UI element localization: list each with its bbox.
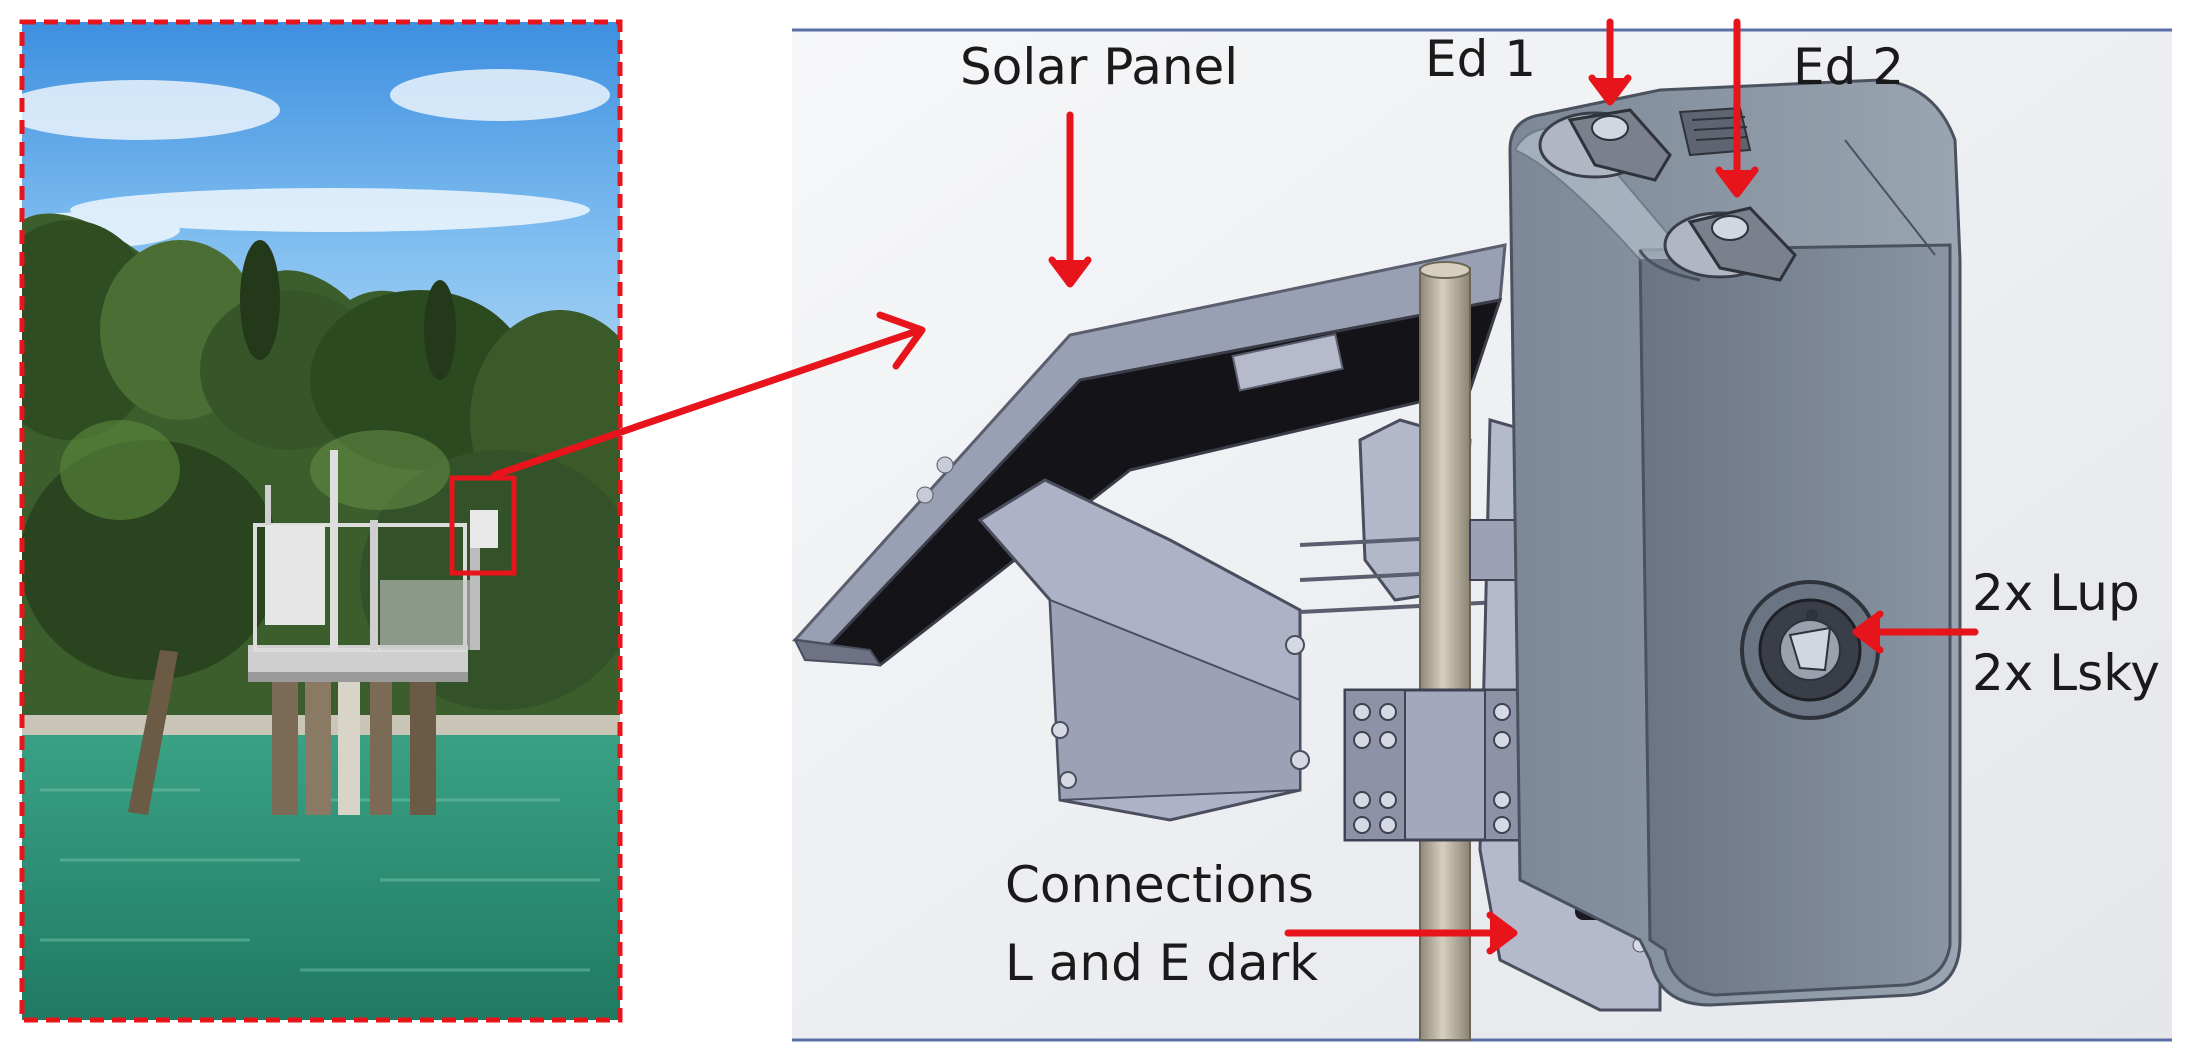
- photo-clouds: [22, 69, 610, 248]
- label-lsky: 2x Lsky: [1972, 644, 2160, 702]
- ed1-arrow: [1588, 18, 1632, 106]
- ed1-sensor: [1538, 108, 1672, 182]
- connections-arrow: [1284, 911, 1518, 955]
- annotation-labels: Solar Panel Ed 1 Ed 2 2x Lup 2x Lsky Con…: [960, 30, 2160, 992]
- solar-panel-arrow: [1048, 111, 1092, 288]
- label-connections: Connections: [1005, 856, 1314, 914]
- label-ed1: Ed 1: [1425, 30, 1536, 88]
- mounting-pole: [1419, 267, 1471, 1041]
- ed2-arrow: [1715, 18, 1759, 198]
- photo-dashed-frame: [19, 19, 623, 1023]
- instrument-cad-drawing: [791, 28, 2172, 1042]
- measurement-platform: [248, 450, 498, 815]
- photo-instrument-highlight: [449, 475, 517, 576]
- sensor-enclosure: [1508, 78, 1962, 1007]
- label-dark: L and E dark: [1005, 934, 1318, 992]
- annotation-arrows: [491, 18, 1979, 955]
- label-solar-panel: Solar Panel: [960, 38, 1238, 96]
- photo-water-ripples: [40, 788, 600, 972]
- pole-top: [1419, 261, 1471, 279]
- ed2-sensor: [1663, 206, 1797, 282]
- zoom-arrow: [491, 311, 926, 479]
- label-ed2: Ed 2: [1793, 38, 1904, 96]
- lup-lsky-arrow: [1852, 610, 1979, 654]
- radiance-port: [1740, 580, 1880, 720]
- site-photo: [22, 22, 620, 1020]
- photo-wooden-pile: [128, 650, 178, 815]
- label-lup: 2x Lup: [1972, 564, 2140, 622]
